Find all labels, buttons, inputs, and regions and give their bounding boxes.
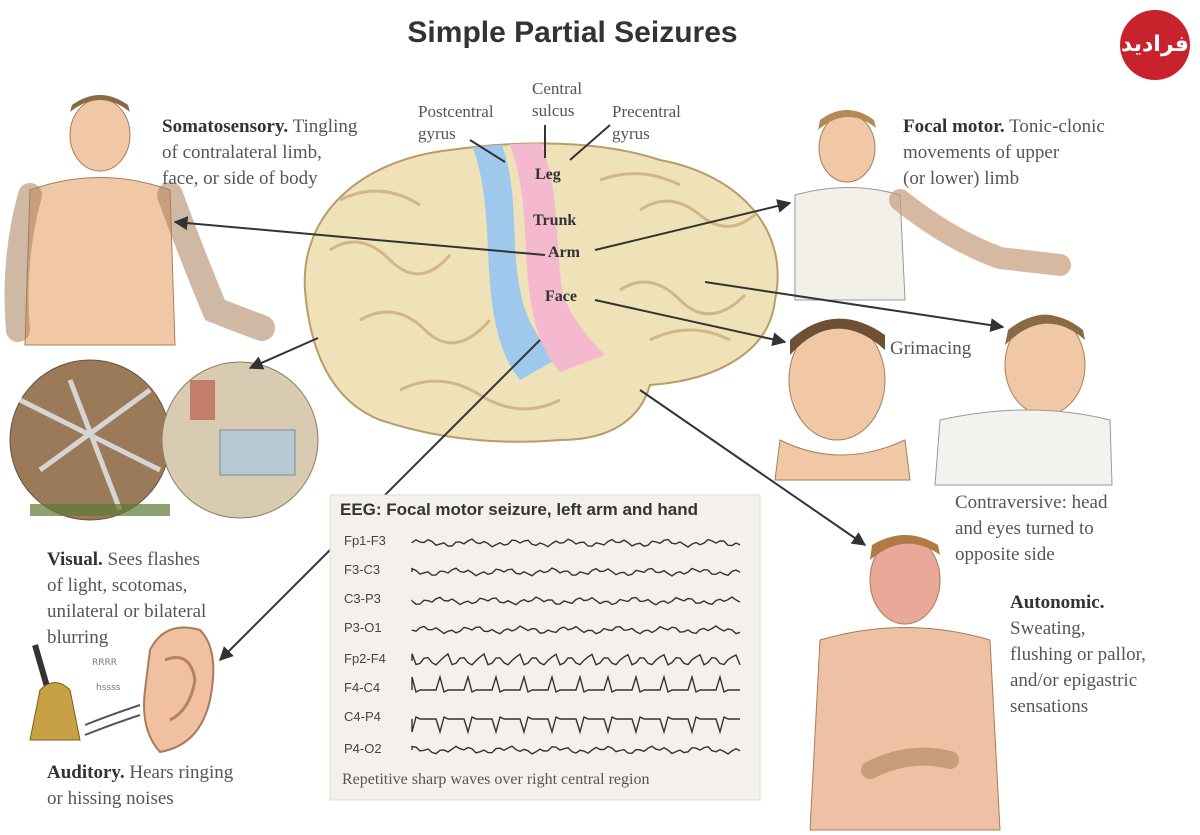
eeg-trace [411,625,741,635]
visual-scene-figure [9,359,319,521]
pointer-precentral [569,124,611,161]
autonomic-heading: Autonomic. [1010,592,1105,613]
eeg-trace [411,715,740,735]
svg-text:hssss: hssss [96,683,121,693]
arrow-to-autonomic [639,389,867,546]
page-title: Simple Partial Seizures [407,16,738,49]
focal-motor-figure [794,110,1071,301]
visual-description: Visual. Sees flashes of light, scotomas,… [47,547,287,651]
somatosensory-heading: Somatosensory. [162,116,289,137]
contraversive-figure [934,314,1113,486]
region-leg: Leg [535,166,561,183]
eeg-traces [411,538,741,755]
eeg-channel-label: C3-P3 [344,591,381,606]
arrow-to-contraversive [704,281,1005,333]
arrow-to-visual [248,337,319,370]
pointer-postcentral [469,139,506,163]
eeg-channel-label: Fp1-F3 [344,533,386,548]
eeg-title: EEG: Focal motor seizure, left arm and h… [340,500,699,519]
region-face: Face [545,288,577,305]
somatosensory-description: Somatosensory. Tingling of contralateral… [162,114,412,192]
label-precentral-gyrus: Precentral gyrus [612,102,681,143]
eeg-channel-label: F4-C4 [344,680,381,695]
eeg-channel-label: C4-P4 [344,709,381,724]
eeg-caption: Repetitive sharp waves over right centra… [342,771,650,788]
visual-heading: Visual. [47,549,103,570]
auditory-heading: Auditory. [47,762,125,783]
somatosensory-text: Tingling of contralateral limb, face, or… [162,116,358,189]
auditory-description: Auditory. Hears ringing or hissing noise… [47,760,307,812]
eeg-channel-label: F3-C3 [344,562,381,577]
label-postcentral-gyrus: Postcentral gyrus [418,102,494,143]
eeg-channel-label: P4-O2 [344,741,382,756]
eeg-trace [411,567,741,577]
focal-motor-heading: Focal motor. [903,116,1005,137]
autonomic-figure [809,535,1001,831]
eeg-trace [411,538,741,548]
region-trunk: Trunk [533,212,577,229]
brand-logo: فرادید [1120,10,1190,80]
region-arm: Arm [548,244,580,261]
label-central-sulcus: Central sulcus [532,79,583,120]
eeg-channel-label: P3-O1 [344,620,382,635]
arrow-to-grimacing [594,299,787,347]
grimacing-label: Grimacing [890,338,972,359]
visual-text: Sees flashes of light, scotomas, unilate… [47,549,207,648]
focal-motor-text: Tonic-clonic movements of upper (or lowe… [903,116,1105,189]
eeg-panel [329,494,761,801]
auditory-figure: RRRR hssss [29,626,215,754]
focal-motor-description: Focal motor. Tonic-clonic movements of u… [903,114,1163,192]
contraversive-description: Contraversive: head and eyes turned to o… [955,492,1108,565]
svg-text:RRRR: RRRR [92,658,117,668]
eeg-trace [411,745,741,755]
auditory-text: Hears ringing or hissing noises [47,762,234,809]
arrow-to-somatosensory [173,216,546,256]
autonomic-text: Sweating, flushing or pallor, and/or epi… [1010,618,1146,717]
arrows [173,124,1005,661]
brain-figure [303,142,779,443]
eeg-trace [411,652,741,666]
eeg-trace [411,596,741,606]
eeg-trace [411,674,740,694]
grimacing-face-figure [774,318,911,481]
autonomic-description: Autonomic. Sweating, flushing or pallor, … [1010,590,1195,720]
arrow-to-focal-motor [594,199,792,251]
eeg-channel-label: Fp2-F4 [344,651,386,666]
